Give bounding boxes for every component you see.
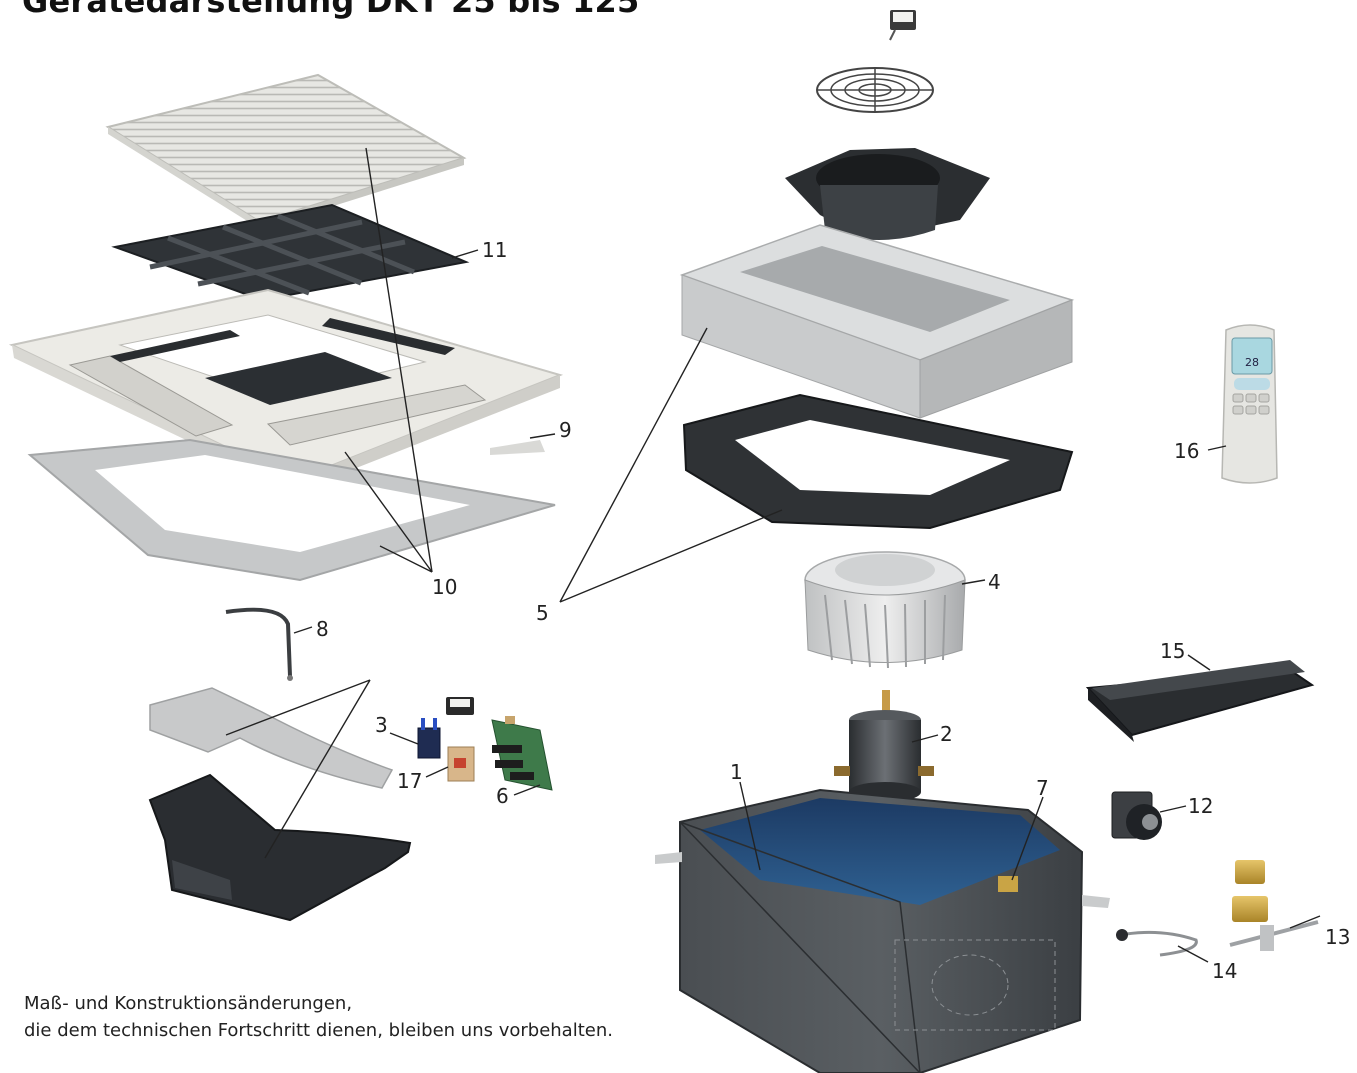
- footnote-line-1: Maß- und Konstruktionsänderungen,: [24, 993, 353, 1014]
- label-14: 14: [1212, 959, 1237, 983]
- brass-fittings-part-13: [1229, 860, 1319, 951]
- fan-impeller: [804, 551, 966, 669]
- intake-grille: [105, 73, 467, 229]
- capacitor-part-17: [447, 746, 475, 782]
- fan-motor: [834, 690, 934, 802]
- connector-top: [889, 10, 916, 41]
- cable-part-14: [1116, 929, 1198, 957]
- label-2: 2: [940, 722, 953, 746]
- page-title: Gerätedarstellung DKT 25 bis 125: [22, 0, 640, 20]
- styrofoam-housing: [679, 224, 1075, 419]
- label-3: 3: [375, 713, 388, 737]
- remote-control: 28: [1221, 324, 1278, 484]
- bracket-part-15: [1085, 660, 1315, 742]
- remote-display: 28: [1245, 356, 1259, 369]
- air-filter: [111, 203, 470, 302]
- label-12: 12: [1188, 794, 1213, 818]
- label-11: 11: [482, 238, 507, 262]
- label-8: 8: [316, 617, 329, 641]
- part-numbers: 1 2 3 4 5 6 7 8 9 10 11 12 13 14 15 16 1…: [316, 238, 1350, 983]
- lower-frame: [27, 438, 556, 582]
- bell-mouth: [785, 148, 990, 240]
- pump-part-12: [1111, 791, 1162, 840]
- label-9: 9: [559, 418, 572, 442]
- cover-panel: [8, 288, 564, 492]
- leader-lines: [225, 147, 1321, 963]
- drain-pan: [148, 773, 412, 922]
- label-5: 5: [536, 601, 549, 625]
- label-1: 1: [730, 760, 743, 784]
- label-15: 15: [1160, 639, 1185, 663]
- label-13: 13: [1325, 925, 1350, 949]
- sensor-cable: [225, 607, 293, 681]
- label-10: 10: [432, 575, 457, 599]
- footnote-line-2: die dem technischen Fortschritt dienen, …: [24, 1020, 613, 1041]
- label-7: 7: [1036, 776, 1049, 800]
- control-board-part-6: [491, 716, 553, 791]
- relay-part-3: [417, 697, 474, 759]
- label-6: 6: [496, 784, 509, 808]
- label-4: 4: [988, 570, 1001, 594]
- main-housing: [655, 788, 1110, 1073]
- gasket-frame: [682, 393, 1074, 530]
- label-16: 16: [1174, 439, 1199, 463]
- mounting-plate: [149, 687, 394, 789]
- label-17: 17: [397, 769, 422, 793]
- fan-guard: [816, 67, 934, 113]
